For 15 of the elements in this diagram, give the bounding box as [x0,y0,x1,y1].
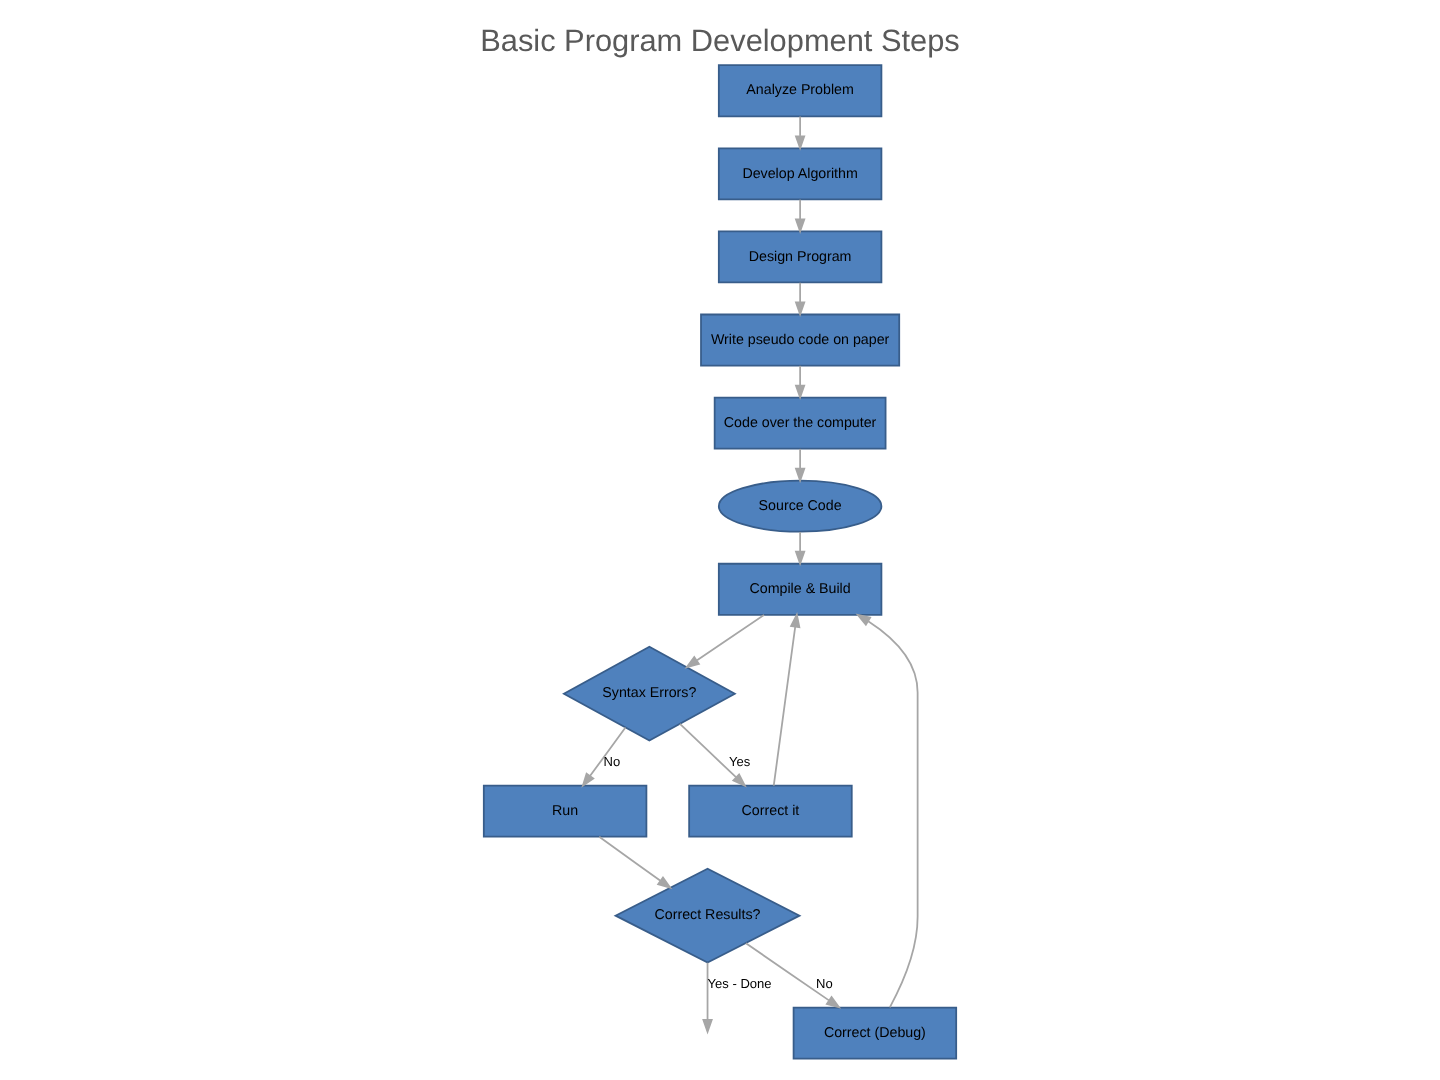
diagram-title: Basic Program Development Steps [480,24,960,59]
arrow [855,613,919,1009]
arrow [772,612,801,787]
arrow [794,364,806,401]
arrow [794,281,806,317]
arrow [581,726,627,788]
arrow [684,614,765,669]
arrow [598,835,673,890]
arrow [745,942,842,1009]
arrow [794,448,806,484]
arrow [679,723,747,788]
arrow [794,115,806,151]
arrow [794,198,806,234]
arrow [794,531,806,567]
arrow [702,961,713,1035]
